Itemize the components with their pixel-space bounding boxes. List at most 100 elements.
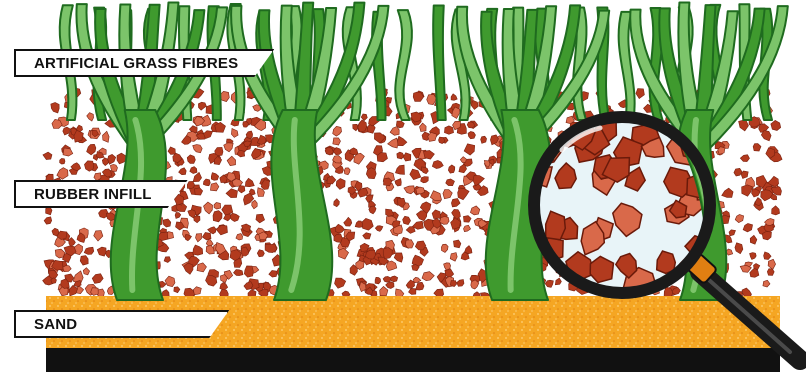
grass-fibre	[271, 110, 332, 300]
rubber-granule	[471, 100, 478, 109]
rubber-granule	[403, 153, 411, 161]
rubber-granule	[421, 177, 429, 183]
rubber-granule	[204, 131, 213, 139]
rubber-granule	[763, 280, 770, 287]
rubber-granule	[43, 152, 52, 160]
base-backing-layer	[46, 348, 780, 372]
rubber-granule	[336, 179, 345, 190]
rubber-granule	[232, 179, 242, 187]
rubber-granule	[443, 190, 452, 199]
rubber-granule	[69, 286, 77, 296]
rubber-granule	[369, 206, 376, 214]
label-text-rubber: RUBBER INFILL	[34, 186, 152, 203]
rubber-granule	[386, 261, 397, 271]
rubber-granule	[430, 191, 441, 201]
rubber-granule	[448, 165, 455, 173]
label-artificial-grass-fibres: ARTIFICIAL GRASS FIBRES	[14, 51, 274, 75]
rubber-granule	[458, 188, 470, 200]
rubber-granule	[404, 186, 415, 194]
rubber-granule	[335, 278, 346, 288]
rubber-granule	[179, 168, 187, 175]
rubber-granule	[44, 217, 52, 224]
rubber-granule	[220, 283, 228, 291]
rubber-granule	[92, 274, 103, 284]
rubber-granule	[432, 160, 443, 168]
rubber-granule	[356, 261, 364, 270]
rubber-granule	[231, 129, 238, 138]
rubber-granule	[363, 233, 371, 239]
rubber-granule	[238, 186, 245, 193]
grass-fibre	[433, 5, 446, 120]
rubber-granule	[451, 94, 457, 101]
rubber-granule	[753, 144, 761, 152]
rubber-granule	[397, 136, 407, 146]
rubber-granule	[390, 127, 399, 136]
rubber-granule	[395, 165, 404, 174]
rubber-granule	[743, 224, 753, 232]
rubber-granule	[246, 131, 253, 139]
rubber-granule	[236, 234, 243, 241]
rubber-granule	[165, 276, 175, 287]
rubber-granule	[406, 280, 414, 288]
rubber-granule	[618, 100, 626, 108]
rubber-granule	[210, 183, 219, 191]
rubber-granule	[94, 231, 103, 242]
rubber-granule	[422, 167, 429, 174]
rubber-granule	[103, 131, 110, 142]
rubber-granule	[397, 152, 404, 159]
label-rubber-infill: RUBBER INFILL	[14, 182, 188, 206]
rubber-granule	[380, 286, 388, 295]
rubber-granule	[216, 225, 228, 235]
rubber-granule	[464, 225, 471, 231]
rubber-granule	[440, 217, 449, 225]
rubber-granule	[224, 214, 231, 221]
rubber-granule	[468, 132, 476, 139]
rubber-granule	[481, 136, 487, 143]
rubber-granule	[213, 211, 222, 222]
rubber-granule	[470, 206, 479, 215]
rubber-granule	[193, 287, 201, 295]
rubber-granule	[427, 94, 436, 104]
label-text-sand: SAND	[34, 316, 77, 333]
rubber-granule	[182, 136, 191, 145]
rubber-granule	[358, 120, 367, 132]
rubber-granule	[729, 230, 736, 236]
rubber-granule	[432, 210, 441, 219]
rubber-granule	[335, 224, 344, 233]
rubber-granule	[761, 131, 771, 141]
rubber-granule	[51, 102, 59, 113]
rubber-granule	[771, 120, 781, 130]
rubber-granule	[344, 168, 350, 175]
rubber-granule	[460, 157, 466, 163]
rubber-granule	[197, 263, 207, 272]
rubber-granule	[222, 205, 233, 216]
rubber-granule	[87, 113, 94, 122]
rubber-granule	[198, 102, 206, 110]
rubber-granule	[97, 247, 106, 256]
rubber-granule	[555, 278, 561, 285]
rubber-granule	[386, 209, 394, 216]
rubber-granule	[245, 178, 254, 186]
rubber-granule	[187, 181, 194, 188]
rubber-granule	[164, 257, 171, 263]
rubber-granule	[636, 89, 645, 99]
rubber-granule	[243, 121, 248, 127]
rubber-granule	[767, 269, 774, 276]
rubber-granule	[338, 248, 348, 259]
rubber-granule	[413, 277, 421, 283]
rubber-granule	[734, 168, 742, 176]
rubber-granule	[394, 253, 403, 262]
rubber-granule	[350, 148, 359, 155]
rubber-granule	[375, 277, 381, 284]
rubber-granule	[196, 234, 202, 242]
rubber-granule	[84, 247, 94, 254]
rubber-granule	[194, 216, 200, 223]
rubber-granule	[545, 280, 553, 287]
rubber-granule	[69, 238, 76, 247]
rubber-granule	[406, 227, 415, 234]
rubber-granule	[423, 150, 434, 159]
rubber-granule	[410, 169, 421, 180]
rubber-granule	[84, 161, 93, 172]
label-text-grass: ARTIFICIAL GRASS FIBRES	[34, 55, 238, 72]
rubber-granule	[333, 126, 342, 136]
